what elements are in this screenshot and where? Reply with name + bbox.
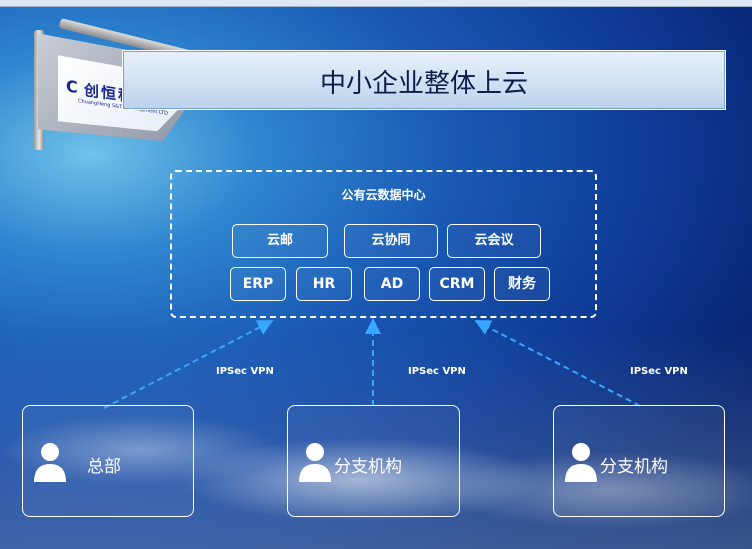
service-cloud-mail: 云邮: [232, 224, 328, 258]
site-label: 分支机构: [334, 457, 402, 477]
vpn-label-branch-1: IPSec VPN: [408, 366, 466, 377]
public-cloud-datacenter: 公有云数据中心 云邮 云协同 云会议 ERP HR AD CRM 财务: [170, 170, 597, 318]
vpn-label-headquarters: IPSec VPN: [216, 366, 274, 377]
service-cloud-collab: 云协同: [344, 224, 438, 258]
window-top-bar: [0, 0, 752, 7]
service-crm: CRM: [429, 267, 485, 301]
service-cloud-meeting: 云会议: [447, 224, 541, 258]
service-finance: 财务: [494, 267, 550, 301]
person-icon: [565, 443, 597, 482]
vpn-label-branch-2: IPSec VPN: [630, 366, 688, 377]
site-label: 分支机构: [600, 457, 668, 477]
site-label: 总部: [87, 457, 121, 477]
person-icon: [299, 443, 331, 482]
connector-branch-2: [474, 320, 641, 407]
slide-title: 中小企业整体上云: [319, 69, 528, 99]
cloud-datacenter-title: 公有云数据中心: [341, 188, 426, 202]
connector-headquarters: [103, 320, 274, 409]
site-headquarters: 总部: [22, 405, 194, 517]
person-icon: [34, 443, 66, 482]
cloud-background: [0, 330, 752, 549]
service-hr: HR: [296, 267, 352, 301]
site-branch-1: 分支机构: [287, 405, 460, 517]
title-bar: 中小企业整体上云: [122, 50, 726, 110]
service-erp: ERP: [230, 267, 286, 301]
site-branch-2: 分支机构: [553, 405, 725, 517]
service-ad: AD: [364, 267, 420, 301]
